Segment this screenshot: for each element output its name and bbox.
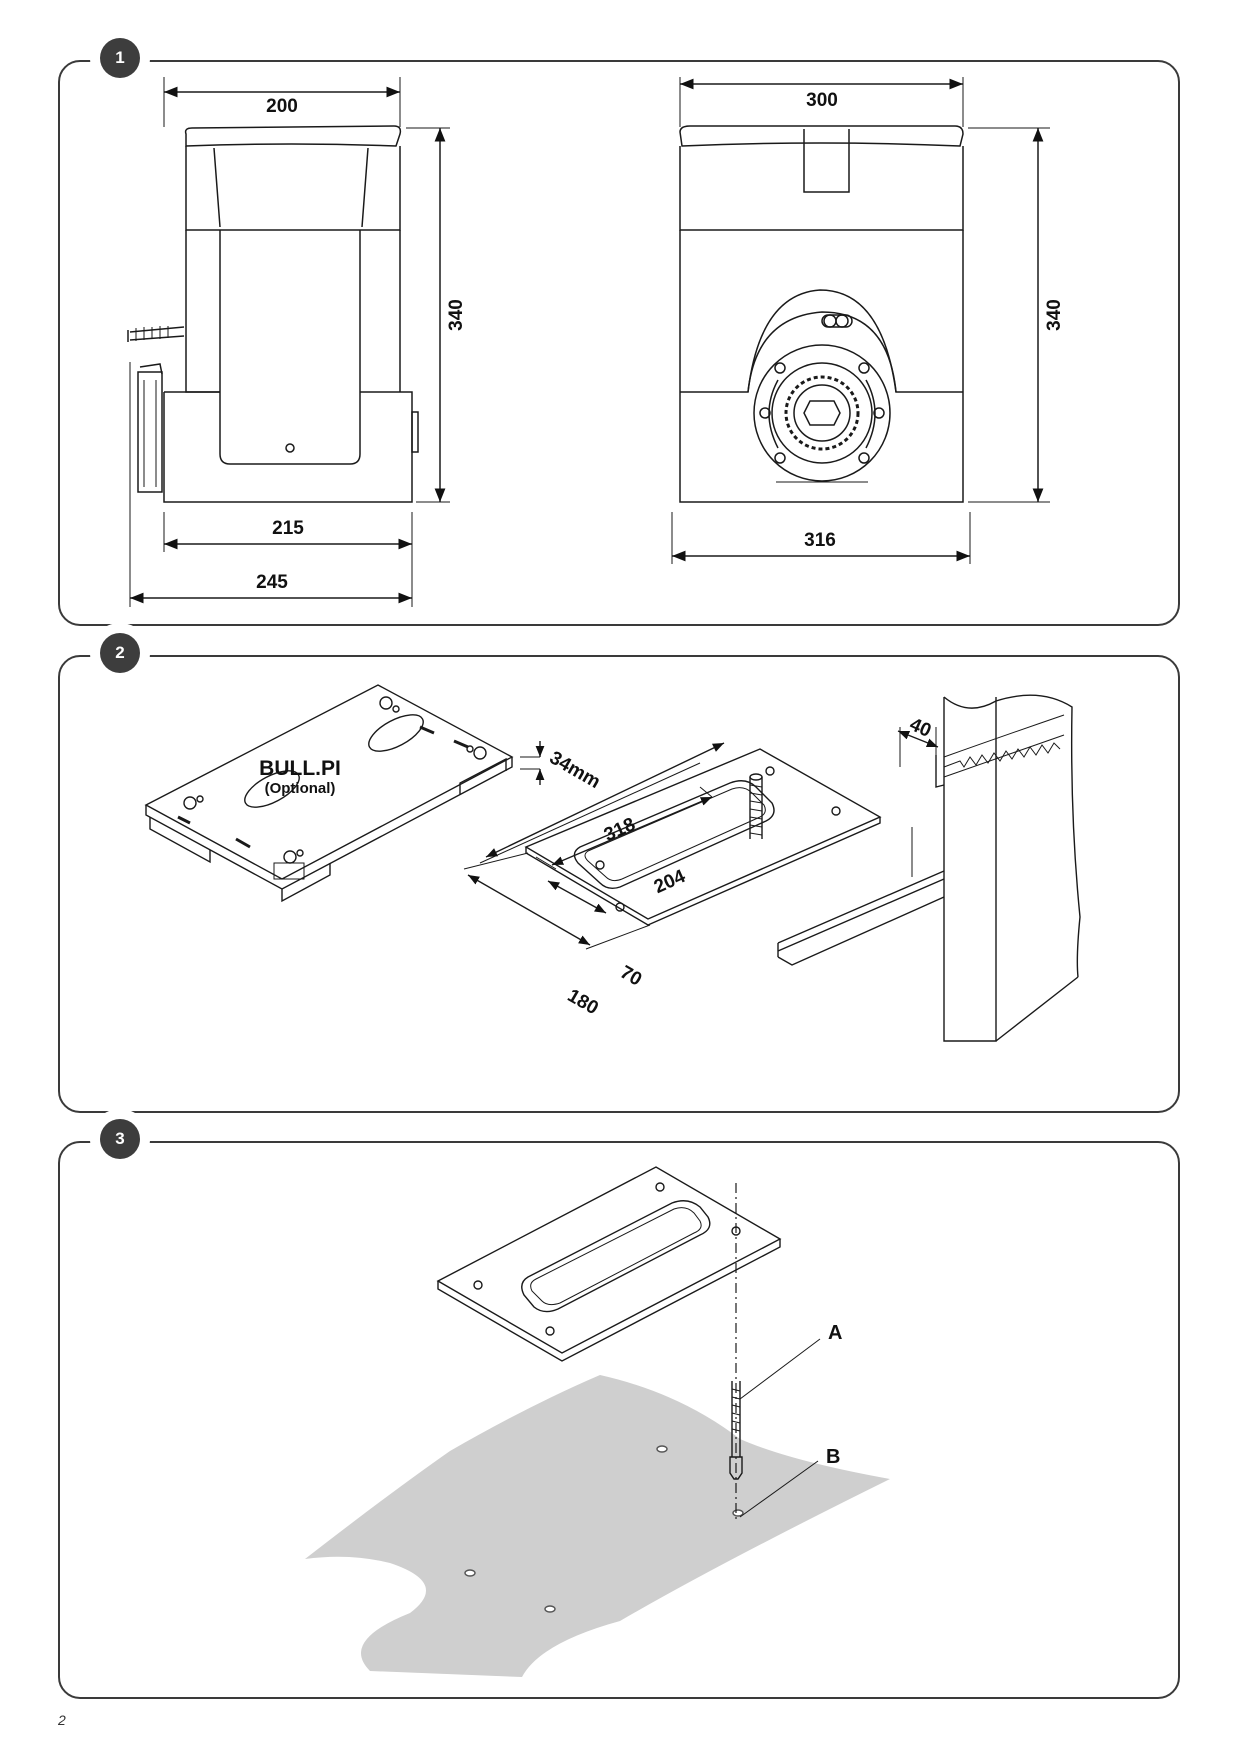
dim-slot-width: 70: [616, 962, 645, 991]
dim-bull-height: 34mm: [546, 747, 604, 793]
dim-side-width-base: 215: [272, 518, 304, 539]
dim-rack-offset: 40: [906, 714, 934, 742]
label-anchor-a: A: [828, 1322, 842, 1344]
anchor-bolt: [729, 1381, 743, 1480]
foundation-plate: [436, 1166, 782, 1362]
panel-number-badge: 3: [100, 1119, 140, 1159]
gate-with-rack: [777, 694, 1081, 1042]
bull-pi-title: BULL.PI: [259, 757, 341, 780]
dim-plate-width: 180: [564, 985, 602, 1019]
anchor-installation-drawing: A B: [305, 1166, 890, 1677]
ground-surface: [305, 1375, 890, 1677]
dim-front-height: 340: [1044, 299, 1065, 331]
figure-panel-3: 3: [58, 1119, 1180, 1699]
label-anchor-b: B: [826, 1446, 840, 1468]
figure-panel-1: 1: [58, 38, 1180, 626]
dim-side-height: 340: [446, 299, 467, 331]
dim-side-width-top: 200: [266, 96, 298, 117]
base-plate-drawing: BULL.PI (Optional) 34mm 318 204 70 180 4…: [144, 684, 1081, 1042]
figure-panel-2: 2: [58, 633, 1180, 1113]
motor-dimensions-drawing: 200 340 215 245 300 340 316: [127, 77, 1065, 607]
dim-front-width-top: 300: [806, 90, 838, 111]
motor-side-view: [127, 125, 419, 503]
page-number: 2: [58, 1712, 66, 1728]
dim-front-width-base: 316: [804, 530, 836, 551]
motor-front-view: [679, 125, 964, 503]
dim-side-width-total: 245: [256, 572, 288, 593]
panel-number-badge: 1: [100, 38, 140, 78]
bull-pi-optional-label: (Optional): [265, 780, 336, 797]
plate-dimension-lines: [463, 742, 725, 950]
panel-number-badge: 2: [100, 633, 140, 673]
bull-pi-optional-plate: [144, 684, 514, 903]
side-dimension-lines: [129, 77, 450, 607]
front-dimension-lines: [671, 77, 1050, 564]
